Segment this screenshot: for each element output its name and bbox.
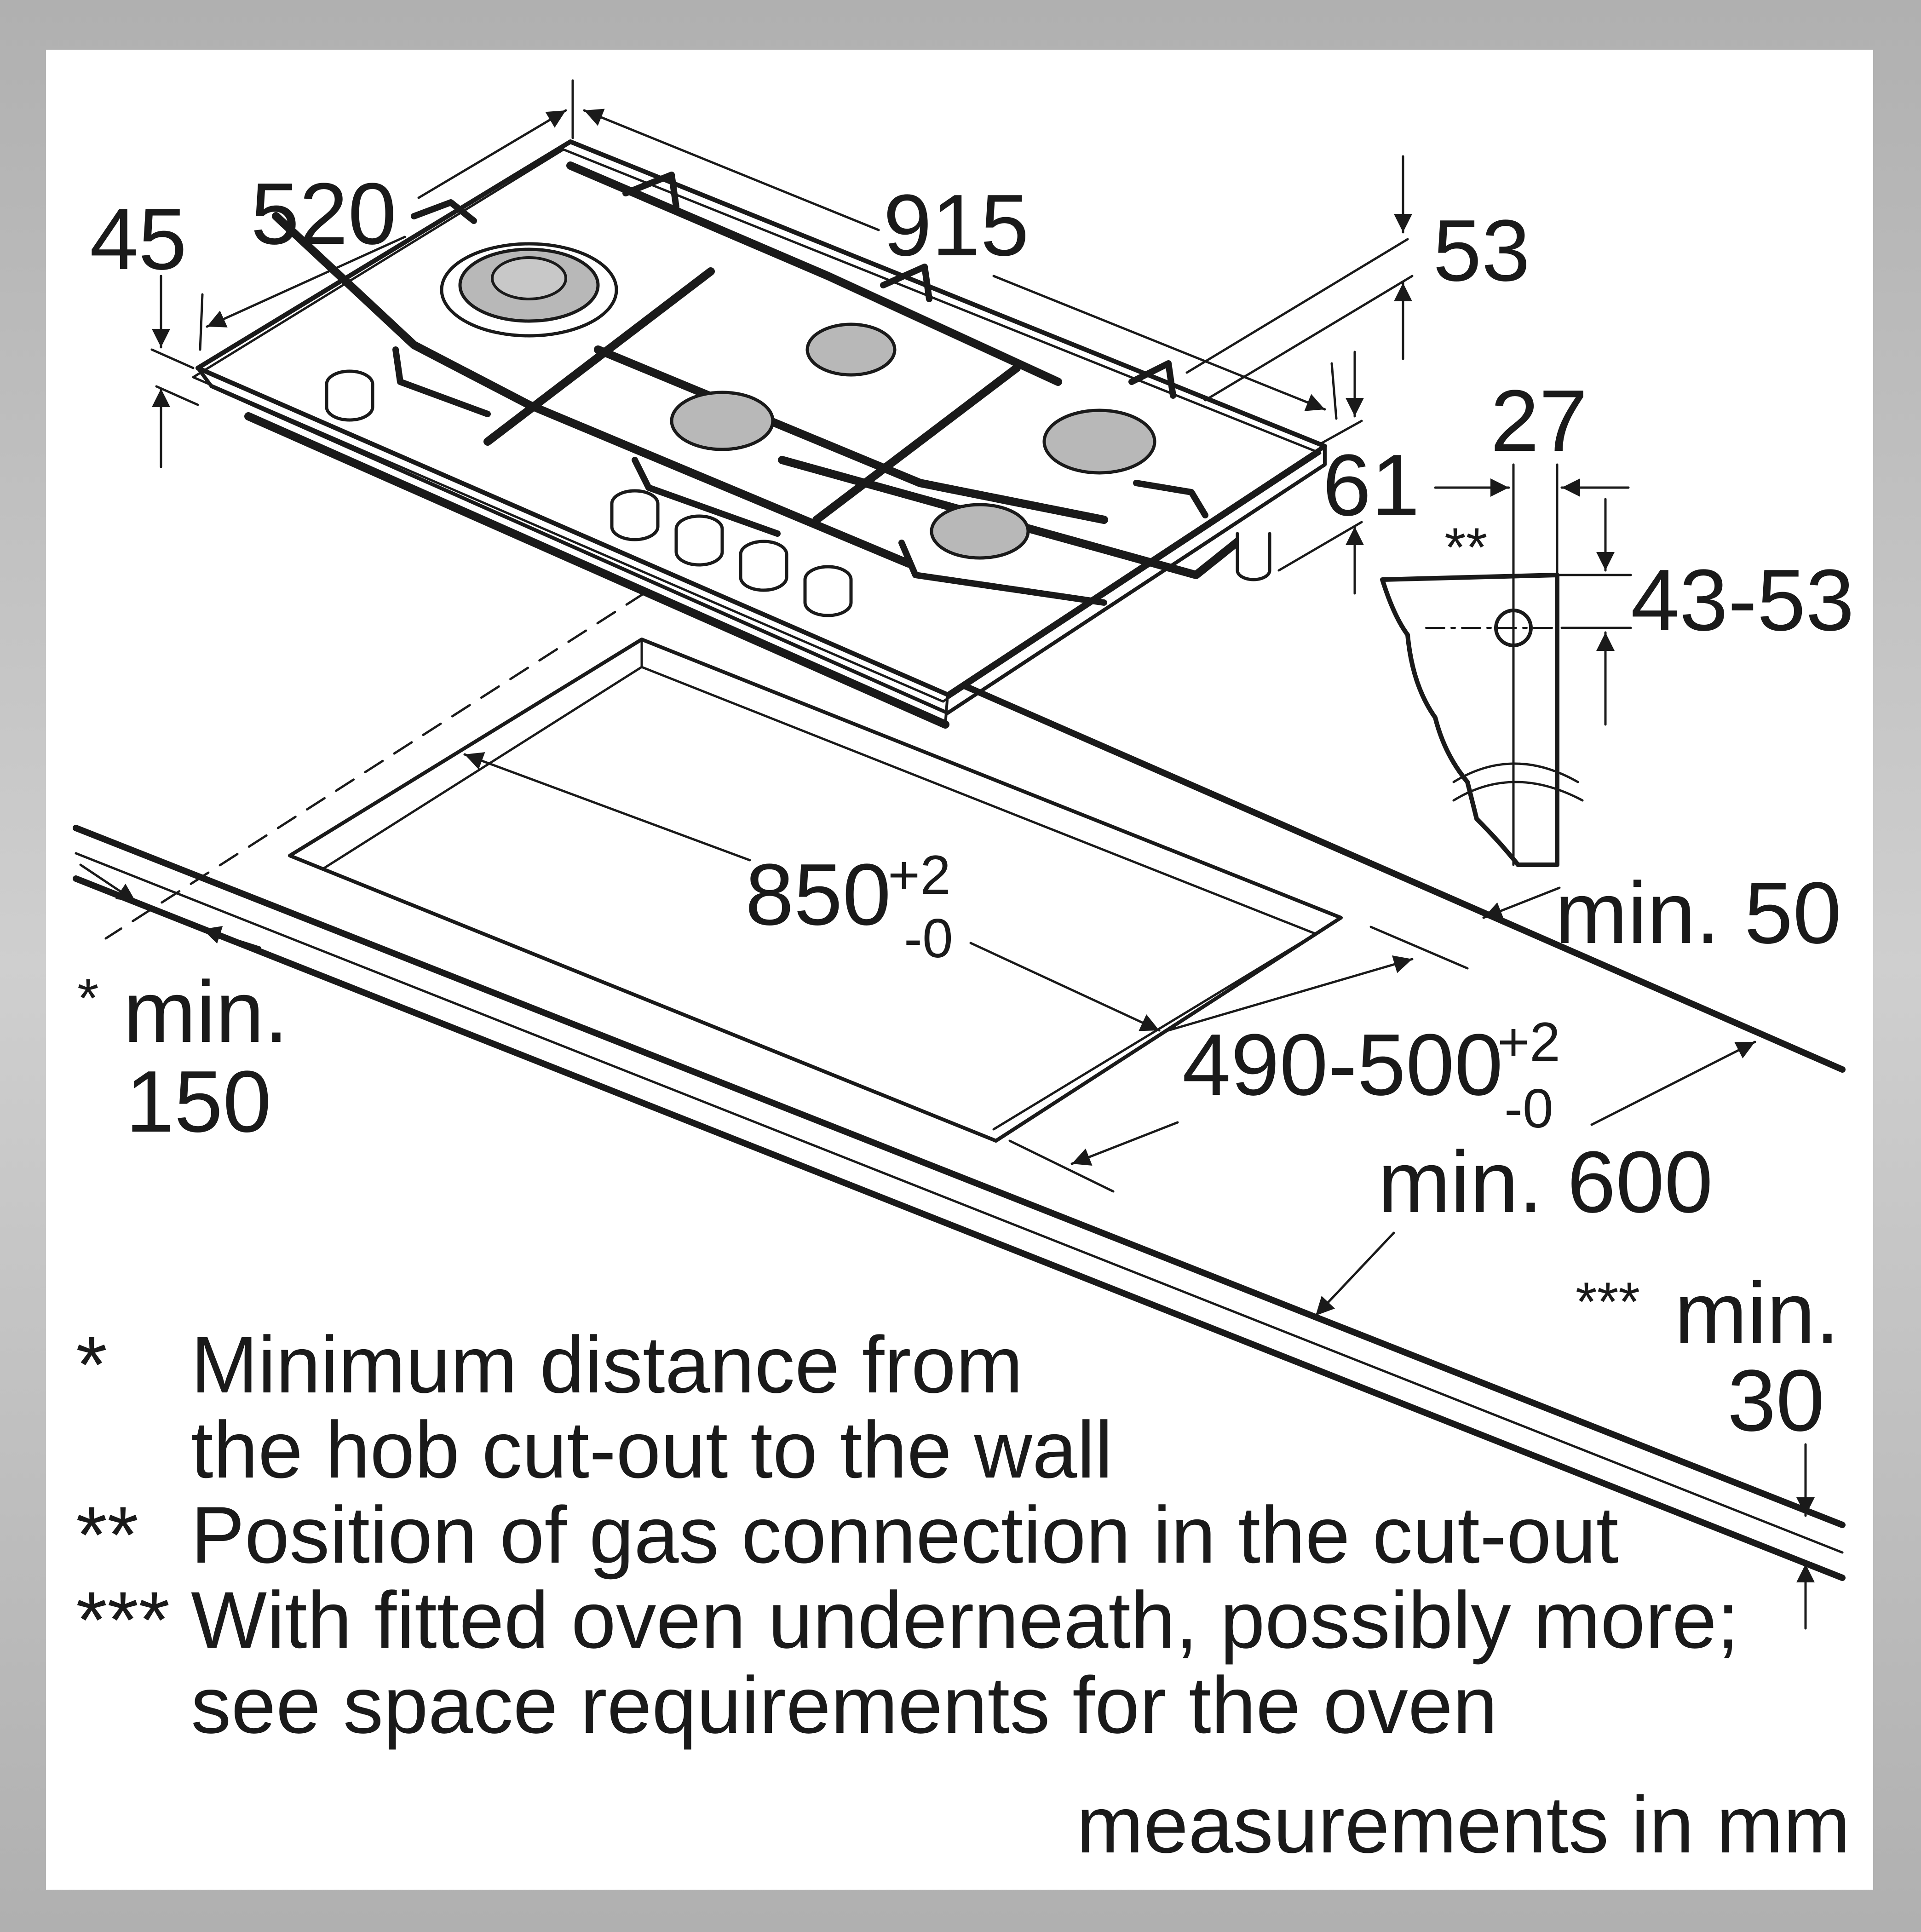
min-150-line1: min. (123, 963, 288, 1061)
dim-label-520: 520 (251, 165, 397, 263)
min-150-marker: * (77, 967, 99, 1029)
burner-mid-top (805, 322, 897, 377)
gas-connection-marker: ** (1444, 517, 1488, 578)
units-note: measurements in mm (1076, 1780, 1851, 1870)
min-30-line2: 30 (1727, 1352, 1825, 1449)
min-30-line1: min. (1674, 1265, 1840, 1362)
note-1-marker: * (76, 1320, 108, 1410)
dimension-lines (79, 79, 1815, 1630)
burner-right (1042, 408, 1156, 475)
burner-mid-left (670, 391, 775, 451)
cutout-depth-value: 490-500 (1182, 1016, 1503, 1114)
dim-label-43-53: 43-53 (1631, 552, 1854, 649)
min-30-marker: *** (1576, 1271, 1640, 1333)
note-1-line-2: the hob cut-out to the wall (191, 1405, 1113, 1495)
burner-front (930, 503, 1030, 560)
dim-label-min-50: min. 50 (1555, 864, 1842, 962)
dim-label-915: 915 (883, 177, 1030, 274)
burner-large-left (440, 242, 618, 338)
gas-connection-detail (1380, 463, 1584, 867)
cutout-length-tol-minus: -0 (904, 908, 953, 969)
dim-label-27: 27 (1490, 372, 1588, 470)
note-2-marker: ** (76, 1490, 139, 1580)
control-knobs (325, 369, 1271, 617)
min-150-line2: 150 (126, 1053, 272, 1150)
note-1-line-1: Minimum distance from (191, 1320, 1023, 1410)
dim-label-53: 53 (1433, 202, 1530, 299)
worktop (73, 592, 1846, 1581)
dim-label-min-600: min. 600 (1378, 1133, 1713, 1231)
dim-label-61: 61 (1323, 437, 1420, 534)
note-3-line-1: With fitted oven underneath, possibly mo… (191, 1576, 1739, 1665)
gas-hob (192, 139, 1327, 729)
note-2-line-1: Position of gas connection in the cut-ou… (191, 1490, 1619, 1580)
cutout-depth-tol-plus: +2 (1497, 1011, 1560, 1073)
note-3-marker: *** (76, 1576, 170, 1665)
cutout-depth-tol-minus: -0 (1504, 1078, 1553, 1139)
dim-label-45: 45 (90, 190, 187, 288)
note-3-line-2: see space requirements for the oven (191, 1661, 1498, 1750)
cutout-length-value: 850 (745, 846, 891, 943)
cutout-length-tol-plus: +2 (888, 844, 951, 906)
